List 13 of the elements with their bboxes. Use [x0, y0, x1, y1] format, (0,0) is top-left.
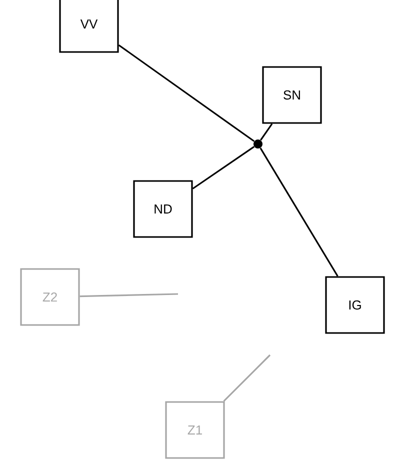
box: SN	[262, 66, 322, 124]
line	[80, 293, 178, 298]
line	[260, 148, 338, 277]
box: VV	[59, 0, 119, 53]
line	[260, 123, 273, 141]
box: Z2	[20, 268, 80, 326]
line	[223, 354, 271, 402]
box: IG	[325, 276, 385, 334]
line	[118, 44, 255, 142]
line	[192, 146, 255, 190]
junction-dot	[254, 140, 262, 148]
box: Z1	[165, 401, 225, 459]
box: ND	[133, 180, 193, 238]
